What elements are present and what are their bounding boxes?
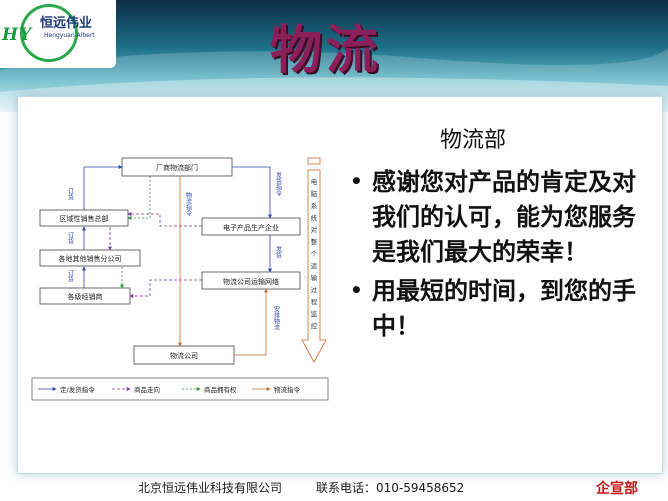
monitor-char: 运 <box>311 262 318 270</box>
monitor-char: 过 <box>311 285 318 294</box>
section-title: 物流部 <box>440 128 507 153</box>
page-title: 物流 <box>270 20 383 81</box>
bullet-item: • 用最短的时间，到您的手中！ <box>346 273 652 343</box>
monitor-char: 整 <box>311 237 318 246</box>
edge-label-order-1: 订货 <box>67 188 74 201</box>
monitor-label: 电 脑 系 统 对 整 个 运 输 过 程 监 控 <box>311 177 318 330</box>
logo-english-name: Hengyuan Albert <box>44 32 95 39</box>
monitor-arrow <box>301 169 327 363</box>
bullet-text: 感谢您对产品的肯定及对我们的认可，能为您服务是我们最大的荣幸！ <box>372 167 636 266</box>
box-transport <box>201 271 301 290</box>
label-factory: 厂商物流部门 <box>156 163 198 172</box>
edge-goods-electronics-to-regional <box>127 212 202 227</box>
monitor-char: 监 <box>311 309 318 318</box>
monitor-char: 脑 <box>311 189 318 198</box>
bullet-dot-icon: • <box>350 278 363 302</box>
footer-contact: 联系电话：010-59458652 <box>316 481 465 495</box>
edge-goods-transport-to-dealer <box>129 279 202 298</box>
label-logistics-company: 物流公司 <box>170 351 198 360</box>
edge-regional-to-factory <box>83 165 123 210</box>
monitor-char: 个 <box>311 250 318 258</box>
legend-goods-label: 商品走向 <box>134 385 160 394</box>
logo-circle-icon <box>20 4 78 62</box>
monitor-char: 程 <box>311 297 318 306</box>
label-dealer: 各级经销商 <box>68 292 103 301</box>
label-regional: 区域性销售总部 <box>60 214 109 223</box>
box-electronics <box>201 217 301 236</box>
monitor-top-bar <box>307 157 321 165</box>
monitor-char: 电 <box>311 177 318 186</box>
edge-ownership-factory-to-regional <box>127 176 151 220</box>
edge-label-ship: 发货 <box>275 245 282 259</box>
logo-mark: HY <box>2 25 33 45</box>
label-branch: 各地其他销售分公司 <box>59 254 122 263</box>
bullet-dot-icon: • <box>350 169 363 193</box>
monitor-char: 输 <box>311 273 318 282</box>
footer-company: 北京恒远伟业科技有限公司 <box>138 481 283 495</box>
edge-label-ship-order: 发货指令 <box>275 171 282 197</box>
edge-label-logistics-order: 物流指令 <box>185 191 192 217</box>
edge-logistics-company-to-transport <box>234 288 268 356</box>
box-branch <box>39 249 141 267</box>
edge-label-order-3: 订货 <box>67 270 74 283</box>
monitor-char: 对 <box>311 225 318 234</box>
monitor-char: 统 <box>311 213 318 222</box>
company-logo: HY 恒远伟业 Hengyuan Albert <box>0 0 116 68</box>
logo-chinese-name: 恒远伟业 <box>40 16 93 31</box>
label-electronics: 电子产品生产企业 <box>223 223 279 232</box>
bullet-list: • 感谢您对产品的肯定及对我们的认可，能为您服务是我们最大的荣幸！ • 用最短的… <box>346 164 652 347</box>
edge-factory-to-electronics <box>232 166 272 219</box>
footer-department: 企宣部 <box>596 481 638 497</box>
legend-ownership-label: 商品拥有权 <box>204 385 237 394</box>
legend-logistics-label: 物流指令 <box>274 385 301 394</box>
label-transport: 物流公司运输网络 <box>223 277 279 286</box>
legend-order-label: 定/发货指令 <box>60 385 95 394</box>
bullet-text: 用最短的时间，到您的手中！ <box>372 276 636 340</box>
bullet-item: • 感谢您对产品的肯定及对我们的认可，能为您服务是我们最大的荣幸！ <box>346 164 652 269</box>
edge-label-order-2: 订货 <box>67 232 74 245</box>
edge-label-arrange: 安排物流 <box>273 305 280 331</box>
logistics-flow-diagram: 厂商物流部门 区域性销售总部 各地其他销售分公司 各级经销商 电子产品生产企业 … <box>31 157 329 401</box>
legend-box <box>31 377 329 401</box>
monitor-char: 控 <box>311 321 318 330</box>
monitor-char: 系 <box>311 201 318 210</box>
